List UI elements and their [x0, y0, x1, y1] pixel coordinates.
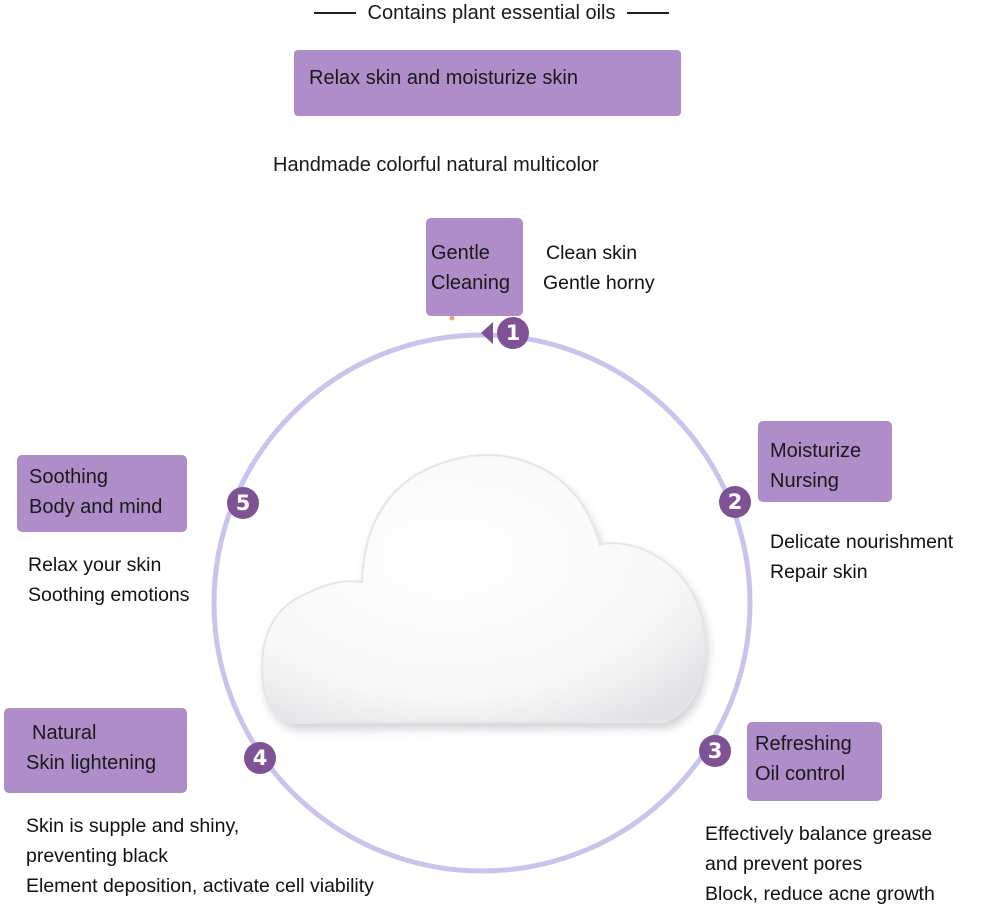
step-3-desc-line-1: Effectively balance grease — [705, 823, 933, 845]
step-4-tag: Natural Skin lightening — [4, 708, 187, 793]
step-1-tag-line-2: Cleaning — [431, 272, 510, 294]
step-4-desc-line-3: Element deposition, activate cell viabil… — [26, 875, 374, 897]
step-4-desc: Skin is supple and shiny, preventing bla… — [26, 811, 374, 901]
banner: Relax skin and moisturize skin — [294, 50, 681, 116]
cloud-soap-image — [260, 454, 708, 729]
step-3-badge: 3 — [699, 735, 731, 767]
heading-rule-left — [313, 12, 356, 14]
step-4-desc-line-1: Skin is supple and shiny, — [26, 815, 240, 837]
step-3-tag-line-1: Refreshing — [755, 733, 852, 755]
step-4-tag-line-1: Natural — [32, 722, 97, 744]
step-3-desc: Effectively balance grease and prevent p… — [705, 819, 935, 909]
step-3-desc-line-2: and prevent pores — [705, 853, 863, 875]
cycle-ring — [211, 332, 753, 874]
step-2-tag: Moisturize Nursing — [758, 421, 892, 502]
step-2-badge: 2 — [719, 486, 751, 518]
step-2-desc: Delicate nourishment Repair skin — [770, 527, 953, 587]
step-5-tag-line-1: Soothing — [29, 466, 108, 488]
step-3-tag-line-2: Oil control — [755, 763, 846, 785]
accent-dot — [449, 315, 455, 321]
step-4-tag-line-2: Skin lightening — [26, 752, 157, 774]
step-2-tag-line-1: Moisturize — [770, 440, 862, 462]
step-1-desc-line-2: Gentle horny — [543, 272, 655, 294]
step-5-tag-line-2: Body and mind — [29, 496, 163, 518]
step-5-desc-line-2: Soothing emotions — [28, 584, 190, 606]
section-heading: Contains plant essential oils — [0, 0, 983, 26]
heading-rule-right — [627, 12, 670, 14]
step-4-badge: 4 — [244, 742, 276, 774]
heading-text: Contains plant essential oils — [367, 1, 616, 24]
step-1-tag-line-1: Gentle — [431, 242, 490, 264]
step-1-desc-line-1: Clean skin — [546, 242, 638, 264]
step-5-badge: 5 — [227, 487, 259, 519]
step-4-desc-line-2: preventing black — [26, 845, 169, 867]
step-3-desc-line-3: Block, reduce acne growth — [705, 883, 935, 905]
arrow-head-icon — [481, 322, 493, 344]
step-1-desc: Clean skin Gentle horny — [543, 238, 655, 298]
step-2-desc-line-1: Delicate nourishment — [770, 531, 954, 553]
step-5-desc-line-1: Relax your skin — [28, 554, 162, 576]
subtitle: Handmade colorful natural multicolor — [273, 154, 599, 176]
step-5-tag: Soothing Body and mind — [17, 455, 187, 532]
step-3-tag: Refreshing Oil control — [747, 722, 882, 801]
step-5-desc: Relax your skin Soothing emotions — [28, 550, 190, 610]
step-2-desc-line-2: Repair skin — [770, 561, 868, 583]
step-2-tag-line-2: Nursing — [770, 470, 839, 492]
step-1-badge: 1 — [497, 317, 529, 349]
step-1-tag: Gentle Cleaning — [426, 218, 523, 316]
